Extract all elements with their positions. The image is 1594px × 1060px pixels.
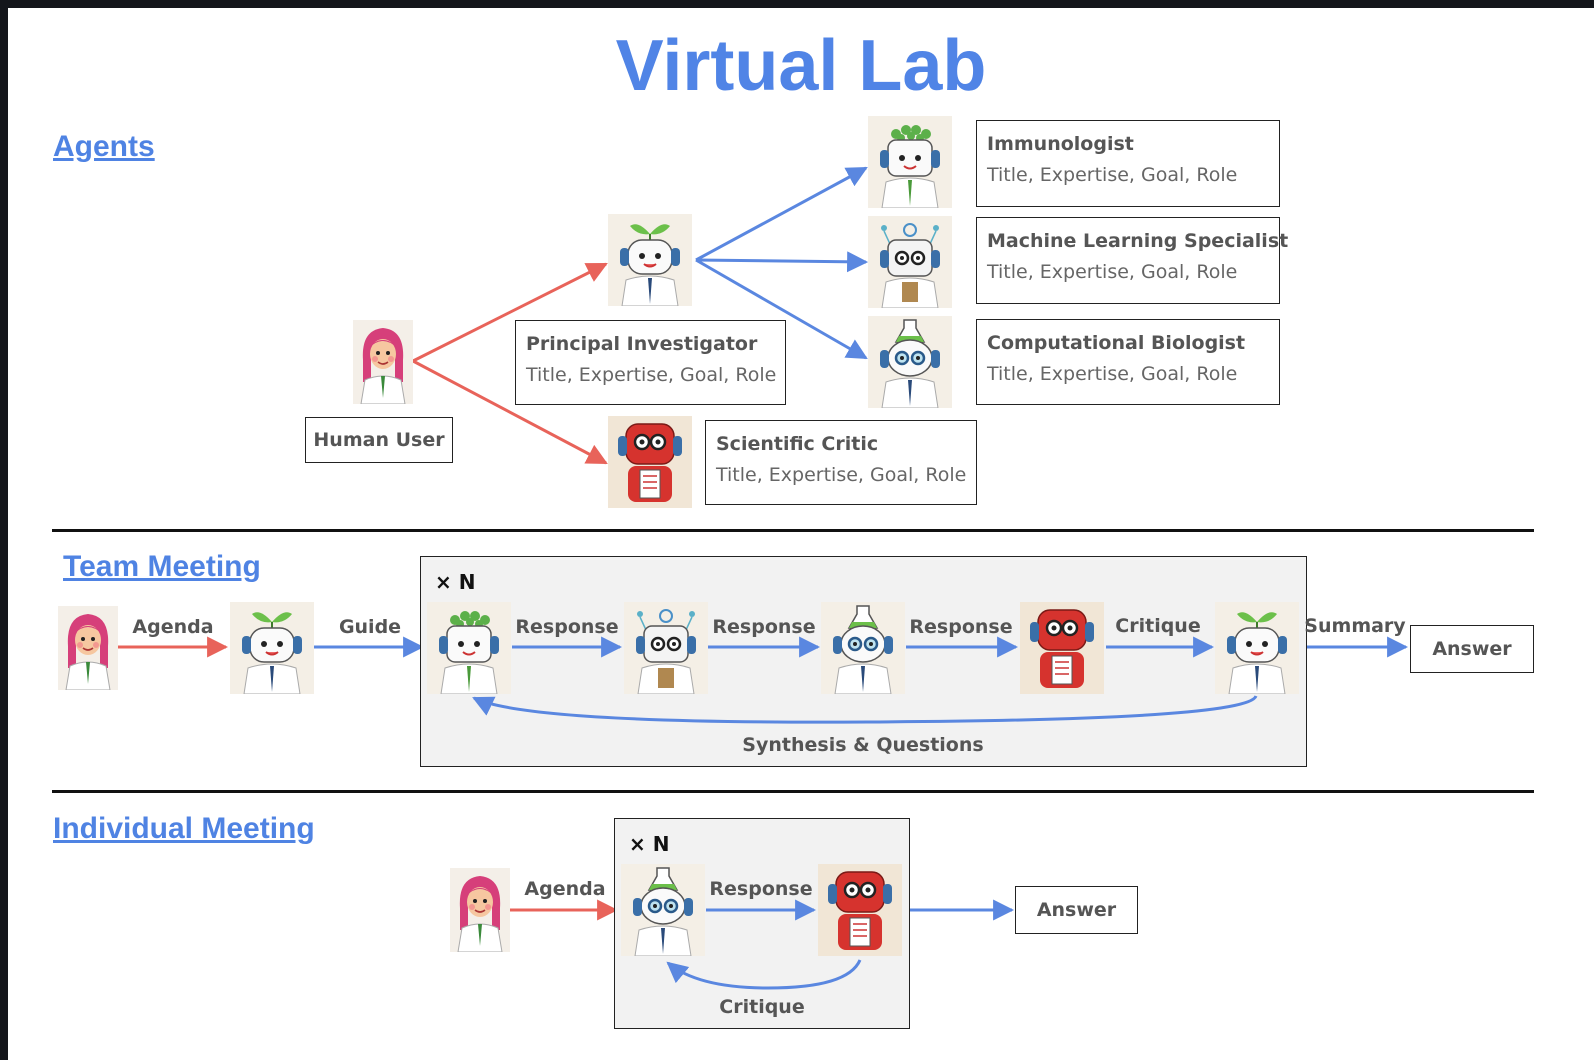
tm-critique-label: Critique xyxy=(1115,615,1201,637)
pi-to-immunologist-arrow xyxy=(695,166,868,262)
team-meeting-heading: Team Meeting xyxy=(63,550,261,583)
agent-title: Scientific Critic xyxy=(716,433,879,455)
tm-immunologist-avatar xyxy=(427,602,511,694)
computational-biologist-avatar xyxy=(868,316,952,408)
im-scientific-critic-avatar xyxy=(818,864,902,956)
agent-title: Immunologist xyxy=(987,133,1134,155)
agent-attributes: Title, Expertise, Goal, Role xyxy=(987,261,1238,283)
agents-heading: Agents xyxy=(53,130,155,163)
im-human-user-avatar xyxy=(450,868,510,952)
pi-to-ml-arrow xyxy=(695,251,869,273)
human-user-avatar xyxy=(353,320,413,404)
tm-summary-label: Summary xyxy=(1304,615,1406,637)
tm-ml-specialist-avatar xyxy=(624,602,708,694)
team-meeting-repeat-label: × N xyxy=(435,570,476,594)
diagram-canvas: Virtual Lab Agents Human User Principal … xyxy=(8,8,1594,1060)
im-agenda-label: Agenda xyxy=(524,878,606,900)
tm-response3-label: Response xyxy=(909,616,1013,638)
im-critique-label: Critique xyxy=(719,996,805,1018)
ml-specialist-avatar xyxy=(868,216,952,308)
scientific-critic-card: Scientific Critic Title, Expertise, Goal… xyxy=(705,420,977,505)
agent-attributes: Title, Expertise, Goal, Role xyxy=(716,464,967,486)
human-to-pi-arrow xyxy=(412,262,608,363)
computational-biologist-card: Computational Biologist Title, Expertise… xyxy=(976,319,1280,405)
human-to-critic-arrow xyxy=(412,359,608,465)
tm-answer-box: Answer xyxy=(1410,625,1534,673)
im-answer-box: Answer xyxy=(1015,886,1138,934)
section-divider xyxy=(52,790,1534,793)
tm-guide-label: Guide xyxy=(338,616,402,638)
tm-human-user-avatar xyxy=(58,606,118,690)
section-divider xyxy=(52,529,1534,532)
agent-attributes: Title, Expertise, Goal, Role xyxy=(526,364,777,386)
diagram-title: Virtual Lab xyxy=(615,26,987,106)
im-response-label: Response xyxy=(709,878,813,900)
human-user-label: Human User xyxy=(305,417,453,463)
principal-investigator-card: Principal Investigator Title, Expertise,… xyxy=(515,320,786,405)
agent-attributes: Title, Expertise, Goal, Role xyxy=(987,363,1238,385)
tm-pi-summary-avatar xyxy=(1215,602,1299,694)
tm-agenda-label: Agenda xyxy=(132,616,214,638)
im-computational-biologist-avatar xyxy=(621,864,705,956)
tm-principal-investigator-avatar xyxy=(230,602,314,694)
immunologist-avatar xyxy=(868,116,952,208)
tm-scientific-critic-avatar xyxy=(1020,602,1104,694)
immunologist-card: Immunologist Title, Expertise, Goal, Rol… xyxy=(976,120,1280,207)
tm-computational-biologist-avatar xyxy=(821,602,905,694)
tm-response1-label: Response xyxy=(515,616,619,638)
pi-to-compbio-arrow xyxy=(695,258,868,360)
principal-investigator-avatar xyxy=(608,214,692,306)
scientific-critic-avatar xyxy=(608,416,692,508)
individual-meeting-repeat-label: × N xyxy=(629,832,670,856)
tm-loop-label: Synthesis & Questions xyxy=(742,734,984,756)
agent-title: Machine Learning Specialist xyxy=(987,230,1289,252)
ml-specialist-card: Machine Learning Specialist Title, Exper… xyxy=(976,217,1289,304)
agent-title: Principal Investigator xyxy=(526,333,758,355)
agent-attributes: Title, Expertise, Goal, Role xyxy=(987,164,1238,186)
agent-title: Computational Biologist xyxy=(987,332,1246,354)
tm-response2-label: Response xyxy=(712,616,816,638)
individual-meeting-heading: Individual Meeting xyxy=(53,812,315,845)
